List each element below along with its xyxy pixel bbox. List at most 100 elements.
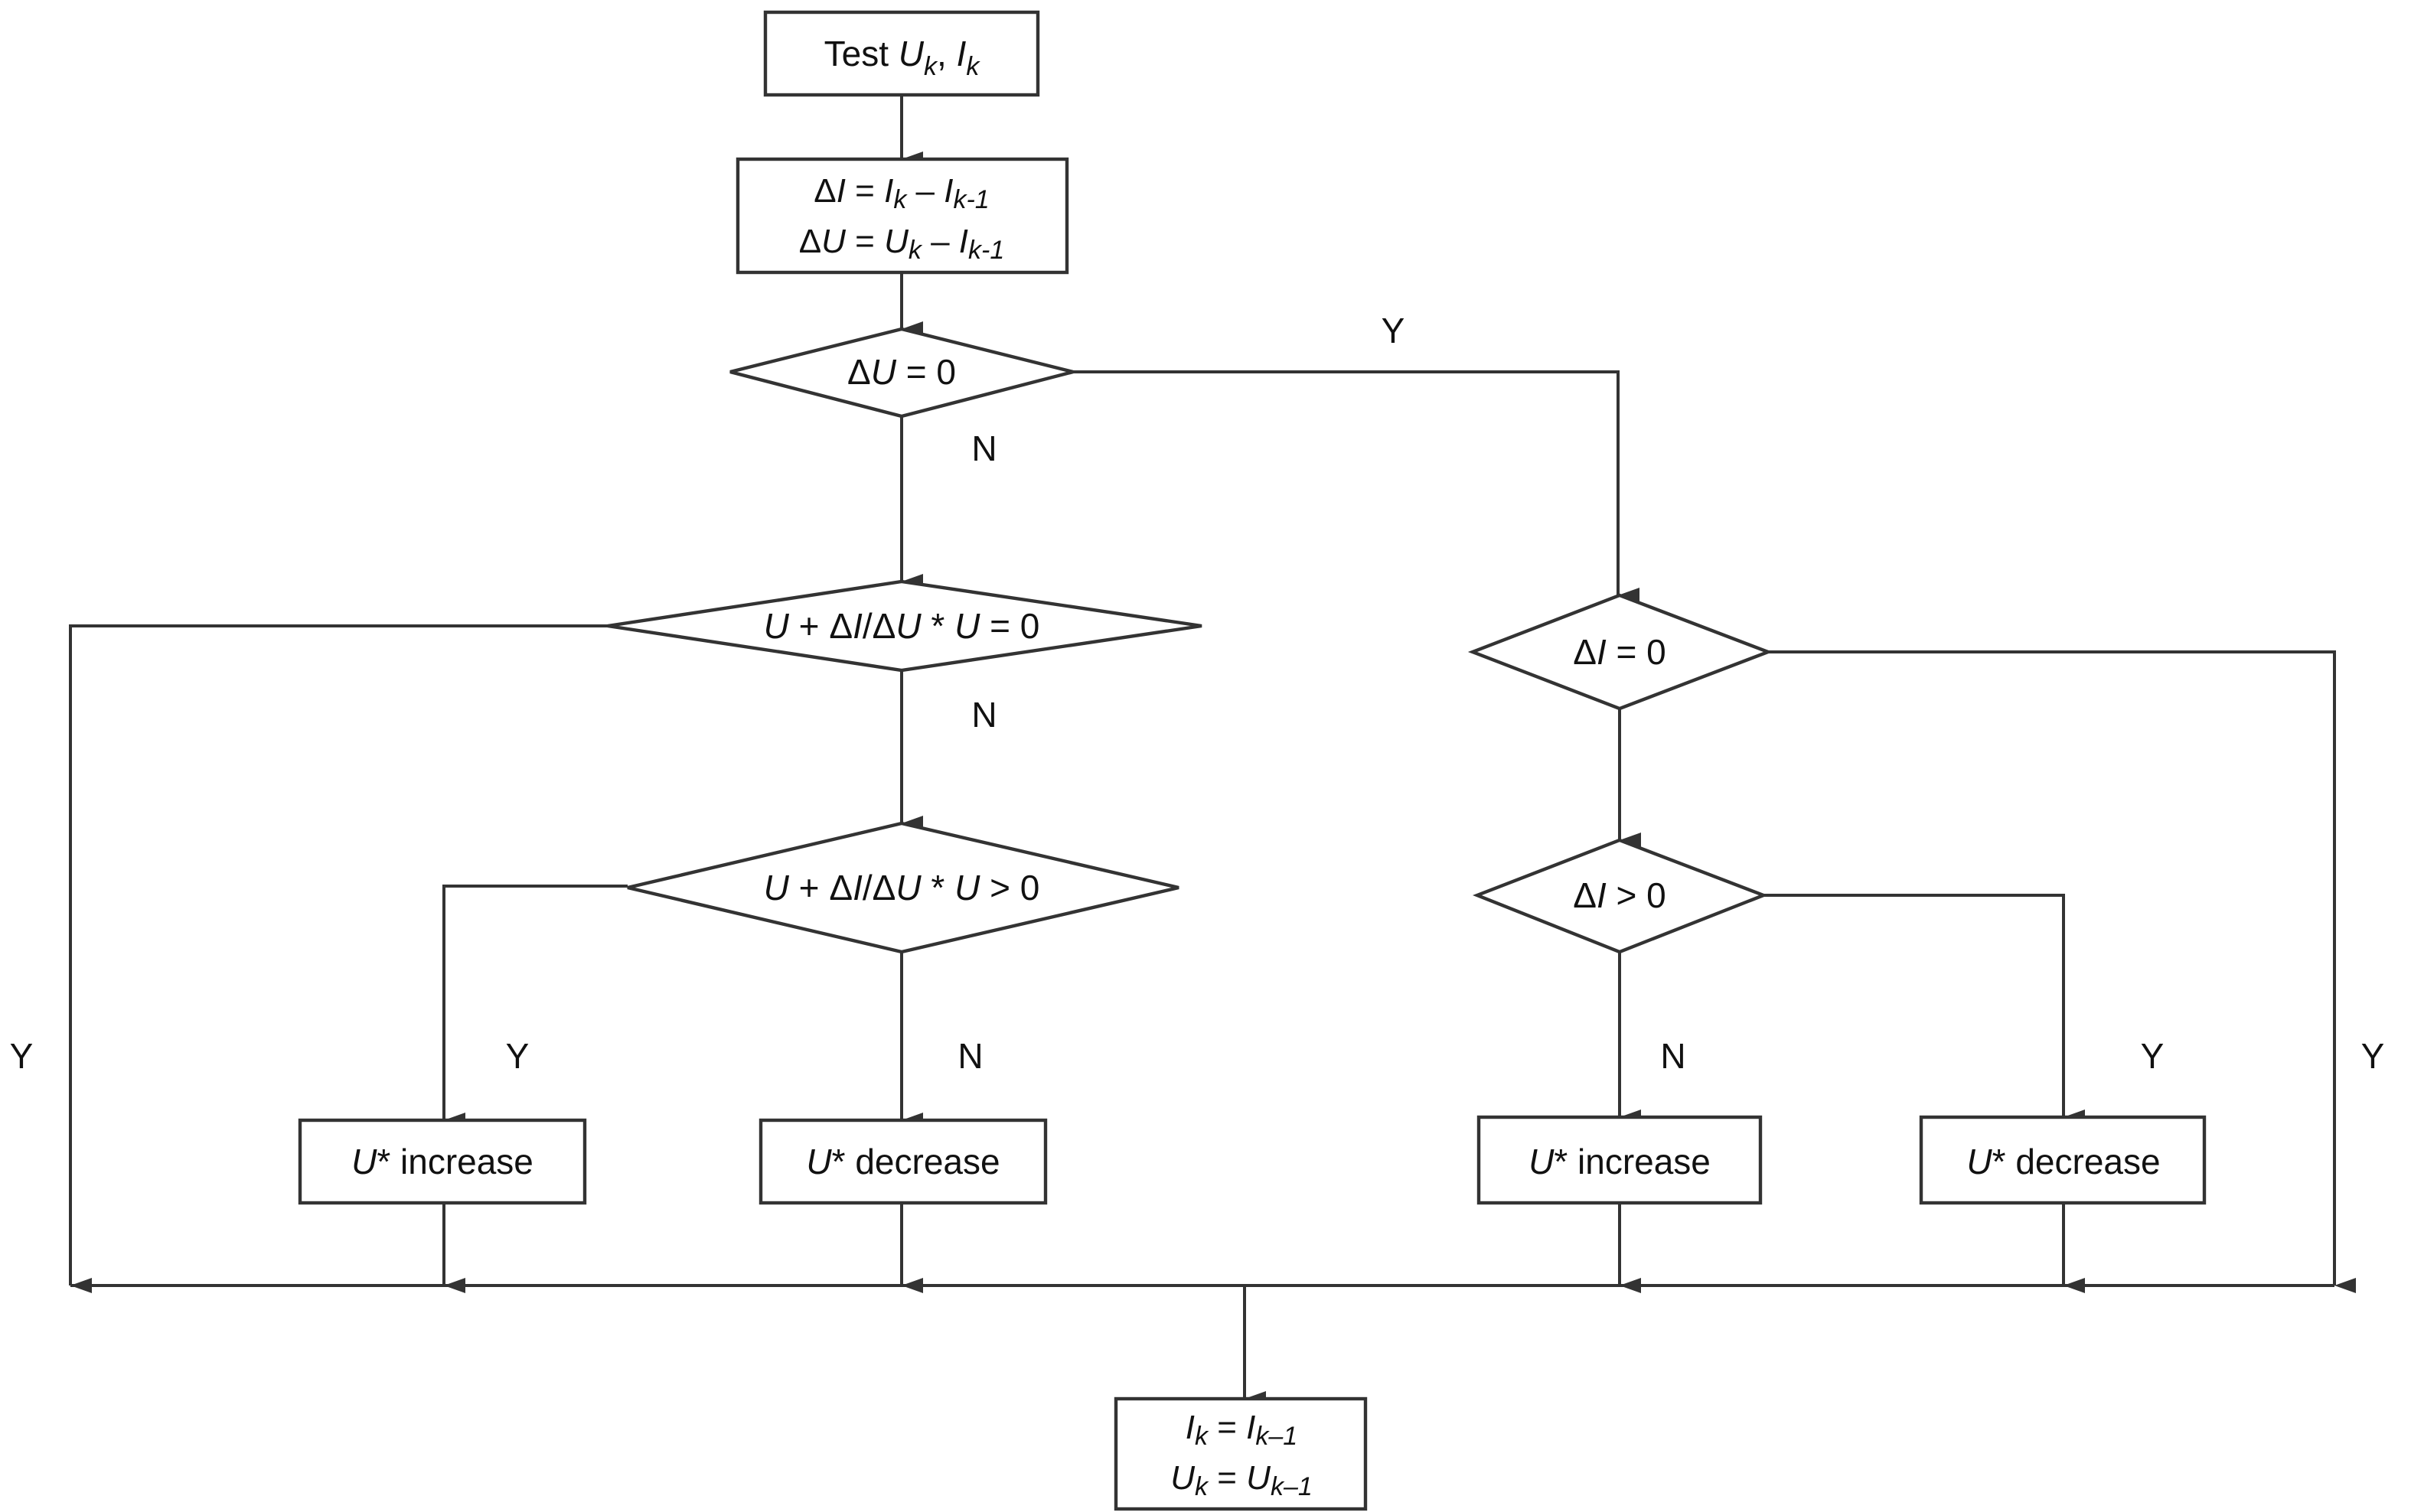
label-part: U [351, 1142, 377, 1181]
di-gt-label: ΔI > 0 [1573, 875, 1666, 915]
di-gt-decision [1472, 838, 1769, 954]
left-decrease-box [759, 1118, 1048, 1205]
edge-label-du-zero-no: N [971, 429, 997, 468]
label-part: I [1597, 632, 1607, 672]
label-part: U [884, 223, 909, 260]
arrow-cond-eq-yes [69, 624, 608, 1293]
label-part: k [893, 185, 908, 214]
edge-label-di-zero-yes: Y [2361, 1036, 2385, 1076]
cond-eq-label: U + ΔI/ΔU * U = 0 [764, 606, 1040, 646]
label-part: U [896, 868, 922, 908]
label-part: I [957, 34, 967, 73]
compute-label: ΔU = Uk – Ik-1 [799, 223, 1005, 265]
update-label: Ik = Ik–1 [1186, 1409, 1297, 1451]
label-part: /Δ [863, 868, 896, 908]
label-part: Δ [814, 172, 836, 210]
label-part: U [954, 606, 980, 646]
label-part: I [1186, 1409, 1195, 1446]
label-part: /Δ [863, 606, 896, 646]
label-part: * increase [377, 1142, 533, 1181]
edge-label-cond-gt-no: N [958, 1036, 983, 1076]
du-zero-decision [729, 327, 1074, 419]
cond-gt-label: U + ΔI/ΔU * U > 0 [764, 868, 1040, 908]
label-part: U [1170, 1459, 1195, 1497]
label-part: + Δ [789, 606, 853, 646]
label-part: Δ [799, 223, 821, 260]
di-zero-decision [1467, 593, 1773, 711]
label-part: = 0 [896, 352, 956, 392]
label-part: = [1208, 1409, 1246, 1446]
arrow-cond-gt-yes [442, 885, 628, 1128]
label-part: * increase [1554, 1142, 1711, 1181]
label-part: > 0 [1607, 875, 1666, 915]
label-part: > 0 [980, 868, 1039, 908]
label-part: k–1 [1271, 1472, 1313, 1501]
arrow-di-zero-yes [1768, 650, 2356, 1293]
du-zero-label: ΔU = 0 [847, 352, 956, 392]
start-box [763, 10, 1040, 97]
label-part: Δ [1573, 875, 1597, 915]
label-part: I [837, 172, 846, 210]
edge-label-cond-gt-yes: Y [506, 1036, 530, 1076]
label-part: = 0 [1607, 632, 1666, 672]
label-part: k-1 [953, 185, 989, 214]
label-part: Δ [1573, 632, 1597, 672]
compute-box [736, 157, 1069, 275]
label-part: I [944, 172, 953, 210]
label-part: U [821, 223, 846, 260]
label-part: I [853, 868, 863, 908]
label-part: U [871, 352, 897, 392]
update-label: Uk = Uk–1 [1170, 1459, 1313, 1501]
left-increase-label: U* increase [351, 1142, 533, 1181]
edge-label-di-gt-no: N [1660, 1036, 1685, 1076]
right-increase-label: U* increase [1528, 1142, 1711, 1181]
label-part: k [924, 52, 938, 81]
edge-label-du-zero-yes: Y [1382, 311, 1405, 350]
compute-label: ΔI = Ik – Ik-1 [814, 172, 989, 214]
label-part: U [806, 1142, 832, 1181]
right-increase-box [1476, 1115, 1763, 1205]
label-part: U [764, 868, 790, 908]
label-part: U [899, 34, 925, 73]
label-part: – [922, 223, 959, 260]
label-part: U [1528, 1142, 1555, 1181]
label-part: Δ [847, 352, 871, 392]
label-part: k [1195, 1472, 1209, 1501]
label-part: * [922, 868, 954, 908]
label-part: U [764, 606, 790, 646]
arrow-di-gt-yes [1763, 894, 2085, 1125]
label-part: = [846, 172, 884, 210]
left-increase-box [298, 1118, 587, 1205]
label-part: k [966, 52, 980, 81]
label-part: I [959, 223, 968, 260]
connectors [69, 95, 2356, 1406]
label-part: = [1208, 1459, 1246, 1497]
label-part: Test [824, 34, 899, 73]
left-decrease-label: U* decrease [806, 1142, 1000, 1181]
edge-label-cond-eq-yes: Y [10, 1036, 34, 1076]
label-part: = 0 [980, 606, 1039, 646]
label-part: k-1 [968, 236, 1004, 265]
label-part: * decrease [832, 1142, 1000, 1181]
label-part: U [896, 606, 922, 646]
label-part: U [1966, 1142, 1992, 1181]
label-part: * [922, 606, 954, 646]
label-part: U [954, 868, 980, 908]
start-label: Test Uk, Ik [824, 34, 981, 81]
edge-label-di-gt-yes: Y [2141, 1036, 2165, 1076]
cond-eq-decision [607, 579, 1202, 673]
cond-gt-decision [627, 821, 1179, 954]
label-part: I [884, 172, 893, 210]
label-part: k [909, 236, 923, 265]
label-part: = [846, 223, 884, 260]
di-zero-label: ΔI = 0 [1573, 632, 1666, 672]
label-part: I [1246, 1409, 1255, 1446]
label-part: U [1246, 1459, 1271, 1497]
edge-labels: Y N N Y Y N N Y Y [10, 311, 2385, 1076]
label-part: I [853, 606, 863, 646]
right-decrease-box [1919, 1115, 2207, 1205]
label-part: k–1 [1255, 1422, 1297, 1451]
label-part: * decrease [1992, 1142, 2161, 1181]
label-part: + Δ [789, 868, 853, 908]
